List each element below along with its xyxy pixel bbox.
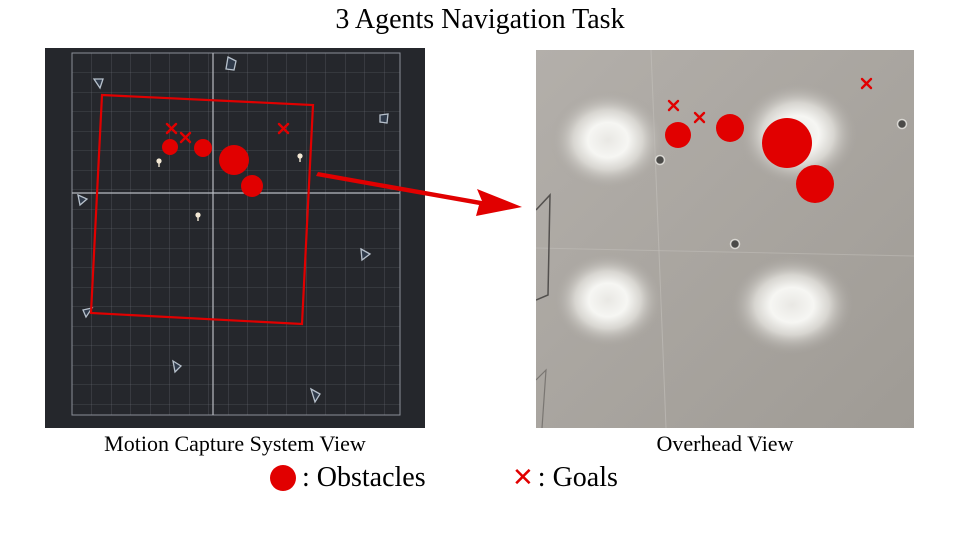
goal-marker [179, 131, 192, 144]
obstacles [162, 139, 263, 197]
obstacle [219, 145, 249, 175]
overhead-view-caption: Overhead View [656, 431, 794, 456]
goal-marker [860, 77, 873, 90]
camera-icon [309, 387, 321, 404]
light-reflection [730, 255, 854, 355]
obstacle [665, 122, 691, 148]
obstacle [162, 139, 178, 155]
camera-icon [77, 193, 89, 207]
obstacle [762, 118, 812, 168]
camera-icon [225, 56, 237, 71]
goals [667, 77, 873, 124]
obstacle [716, 114, 744, 142]
floor-grid [72, 53, 400, 415]
obstacle [194, 139, 212, 157]
goal-marker [277, 122, 290, 135]
motion-capture-view [45, 48, 425, 428]
robot-marker [896, 118, 908, 130]
goal-marker [165, 122, 178, 135]
legend-goals: ✕ : Goals [512, 462, 618, 494]
workspace-boundary [89, 93, 315, 326]
obstacle-legend-icon [270, 465, 296, 491]
agent-markers [156, 153, 303, 221]
mocap-view-caption: Motion Capture System View [104, 431, 366, 456]
camera-icon [379, 113, 389, 124]
figure-title: 3 Agents Navigation Task [335, 4, 625, 35]
camera-icons [77, 56, 389, 404]
obstacle [241, 175, 263, 197]
goal-marker [693, 111, 706, 124]
light-reflection [553, 252, 663, 348]
robot-marker [729, 238, 741, 250]
light-reflection [550, 90, 666, 190]
goal-marker [667, 99, 680, 112]
camera-icon [82, 307, 94, 319]
obstacles-legend-label: : Obstacles [302, 462, 426, 493]
legend-obstacles: : Obstacles [270, 462, 426, 494]
camera-icon [92, 78, 104, 90]
overhead-view [536, 50, 914, 428]
goals [165, 122, 290, 144]
robot-markers [654, 118, 908, 250]
camera-icon [360, 247, 372, 262]
goal-legend-icon: ✕ [512, 463, 534, 493]
camera-icon [172, 359, 183, 374]
obstacle [796, 165, 834, 203]
obstacles [665, 114, 834, 203]
goals-legend-label: : Goals [537, 462, 618, 493]
robot-marker [654, 154, 666, 166]
